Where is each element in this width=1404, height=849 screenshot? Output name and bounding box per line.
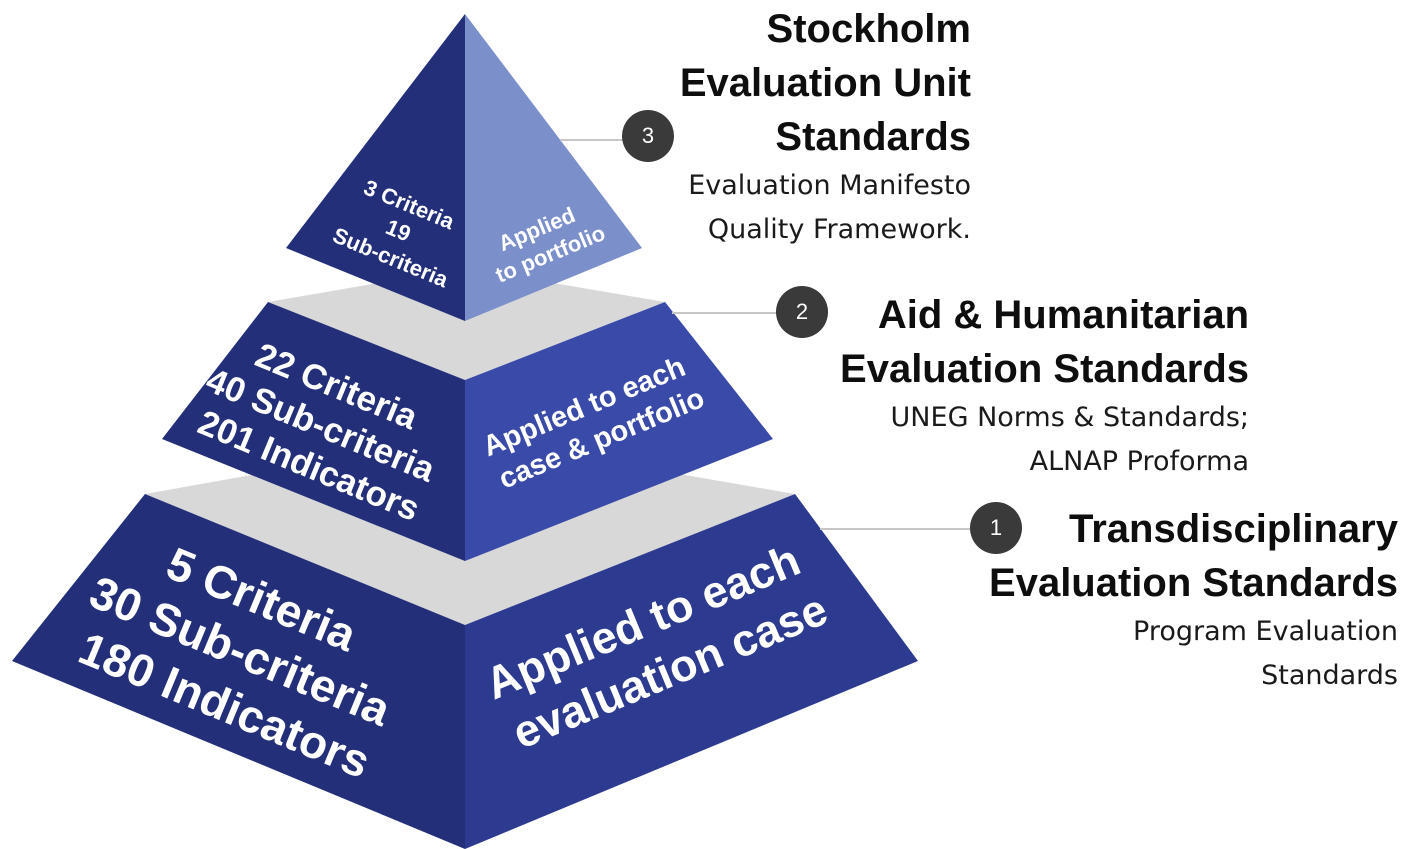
tier-top: 3 Criteria 19 Sub-criteria Applied to po… [286, 14, 642, 321]
tier-base-right-face [465, 494, 918, 849]
tier-2-title-line-1: Aid & Humanitarian [877, 293, 1249, 337]
tier-2-leader-line [672, 312, 778, 314]
tier-middle-ledge [268, 268, 665, 380]
tier-base: 5 Criteria 30 Sub-criteria 180 Indicator… [12, 437, 918, 849]
tier-2-label: Aid & Humanitarian Evaluation Standards … [840, 288, 1249, 484]
tier-2-subtitle: UNEG Norms & Standards; ALNAP Proforma [840, 396, 1249, 484]
tier-top-left-face [286, 14, 465, 321]
tier-3-label: Stockholm Evaluation Unit Standards Eval… [680, 2, 971, 252]
tier-top-right-face [465, 14, 642, 321]
tier-1-leader-line [820, 528, 972, 530]
tier-3-leader-line [560, 139, 624, 141]
tier-2-title-line-2: Evaluation Standards [840, 347, 1249, 391]
tier-2-number-badge: 2 [776, 286, 828, 338]
tier-3-subtitle-line-2: Quality Framework. [707, 214, 971, 245]
tier-3-title-line-2: Evaluation Unit [679, 61, 971, 105]
tier-middle-right-face [465, 302, 773, 561]
tier-3-title: Stockholm Evaluation Unit Standards [680, 2, 971, 164]
tier-3-subtitle-line-1: Evaluation Manifesto [688, 170, 971, 201]
tier-1-subtitle: Program Evaluation Standards [989, 610, 1398, 698]
tier-base-left-face [12, 494, 465, 849]
tier-1-title-line-1: Transdisciplinary [1068, 507, 1398, 551]
tier-3-title-line-1: Stockholm [766, 7, 971, 51]
tier-2-subtitle-line-1: UNEG Norms & Standards; [890, 402, 1249, 433]
tier-1-title-line-2: Evaluation Standards [989, 561, 1398, 605]
tier-2-title: Aid & Humanitarian Evaluation Standards [840, 288, 1249, 396]
tier-1-label: Transdisciplinary Evaluation Standards P… [989, 502, 1398, 698]
tier-1-subtitle-line-1: Program Evaluation [1133, 616, 1398, 647]
tier-3-subtitle: Evaluation Manifesto Quality Framework. [680, 164, 971, 252]
tier-3-title-line-3: Standards [775, 115, 971, 159]
tier-middle-left-face [162, 302, 465, 561]
tier-1-title: Transdisciplinary Evaluation Standards [989, 502, 1398, 610]
tier-1-number-badge: 1 [970, 502, 1022, 554]
tier-2-subtitle-line-2: ALNAP Proforma [1029, 446, 1249, 477]
tier-3-number-badge: 3 [622, 110, 674, 162]
tier-1-subtitle-line-2: Standards [1261, 660, 1398, 691]
